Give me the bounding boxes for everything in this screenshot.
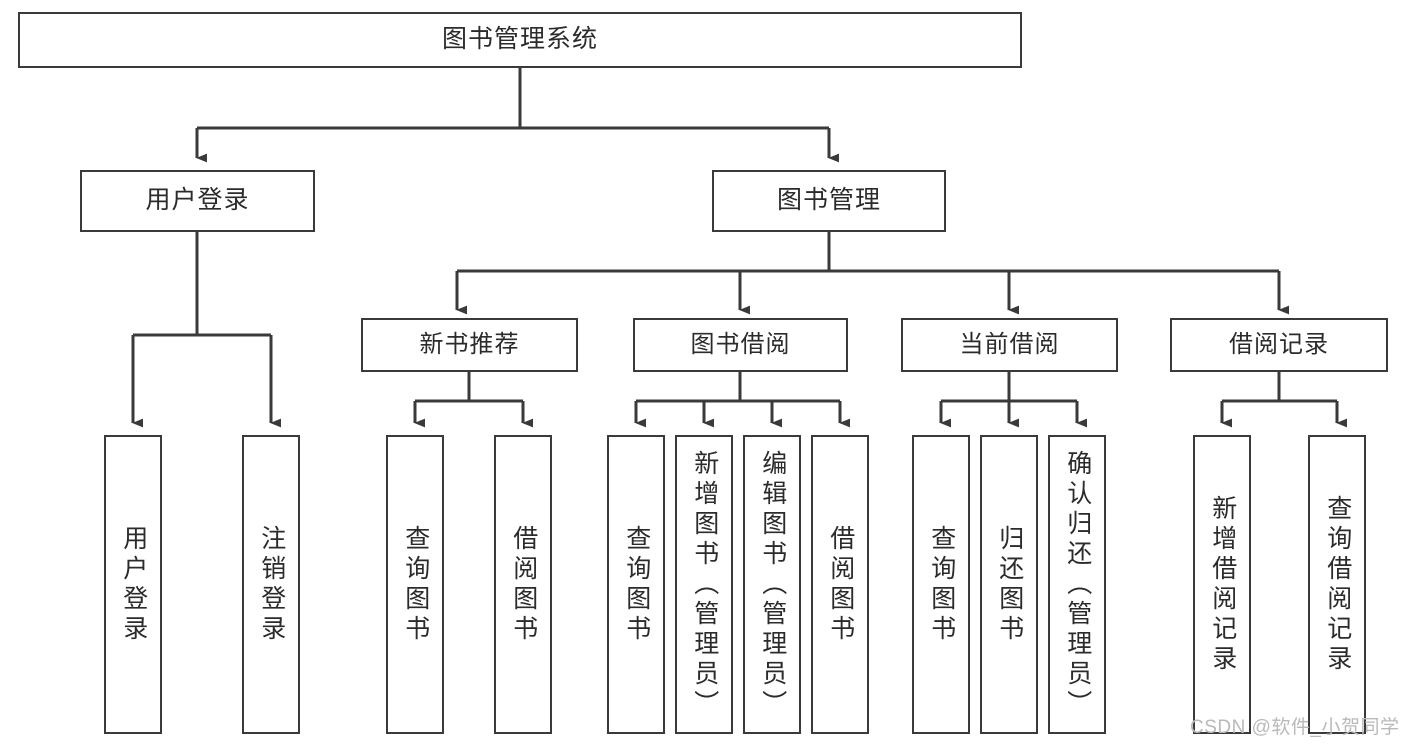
leaf-borrow-add-book-admin[interactable]: 新增图书（管理员） (675, 435, 733, 734)
leaf-borrow-query-book[interactable]: 查询图书 (607, 435, 665, 734)
node-label: 编辑图书（管理员） (758, 449, 787, 720)
node-current-borrow[interactable]: 当前借阅 (901, 318, 1118, 372)
leaf-user-login-signout[interactable]: 注销登录 (242, 435, 300, 734)
node-book-borrow[interactable]: 图书借阅 (633, 318, 848, 372)
leaf-current-confirm-return-admin[interactable]: 确认归还（管理员） (1048, 435, 1106, 734)
node-label: 图书借阅 (690, 330, 791, 358)
node-label: 查询借阅记录 (1323, 494, 1352, 675)
node-label: 新书推荐 (419, 330, 520, 358)
node-label: 查询图书 (927, 524, 956, 645)
node-borrow-record[interactable]: 借阅记录 (1170, 318, 1388, 372)
leaf-new-book-borrow[interactable]: 借阅图书 (494, 435, 552, 734)
node-user-login[interactable]: 用户登录 (80, 170, 315, 232)
leaf-user-login-signin[interactable]: 用户登录 (104, 435, 162, 734)
leaf-current-query-book[interactable]: 查询图书 (912, 435, 970, 734)
node-label: 注销登录 (257, 524, 286, 645)
node-label: 当前借阅 (959, 330, 1060, 358)
leaf-borrow-edit-book-admin[interactable]: 编辑图书（管理员） (743, 435, 801, 734)
node-root-system[interactable]: 图书管理系统 (18, 12, 1022, 68)
node-label: 图书管理 (776, 186, 881, 215)
leaf-record-add-record[interactable]: 新增借阅记录 (1193, 435, 1251, 734)
node-label: 借阅图书 (826, 524, 855, 645)
node-book-management[interactable]: 图书管理 (712, 170, 946, 232)
node-label: 用户登录 (119, 524, 148, 645)
node-label: 用户登录 (145, 186, 250, 215)
leaf-borrow-borrow-book[interactable]: 借阅图书 (811, 435, 869, 734)
node-label: 归还图书 (995, 524, 1024, 645)
leaf-new-book-query[interactable]: 查询图书 (386, 435, 444, 734)
node-label: 查询图书 (401, 524, 430, 645)
node-label: 图书管理系统 (441, 25, 598, 54)
node-label: 借阅图书 (509, 524, 538, 645)
csdn-watermark: CSDN @软件_小贺同学 (1190, 717, 1400, 738)
node-label: 新增图书（管理员） (690, 449, 719, 720)
node-label: 借阅记录 (1229, 330, 1329, 358)
node-new-book-recommend[interactable]: 新书推荐 (361, 318, 578, 372)
node-label: 查询图书 (622, 524, 651, 645)
node-label: 新增借阅记录 (1208, 494, 1237, 675)
leaf-current-return-book[interactable]: 归还图书 (980, 435, 1038, 734)
node-label: 确认归还（管理员） (1063, 449, 1092, 720)
leaf-record-query-record[interactable]: 查询借阅记录 (1308, 435, 1366, 734)
